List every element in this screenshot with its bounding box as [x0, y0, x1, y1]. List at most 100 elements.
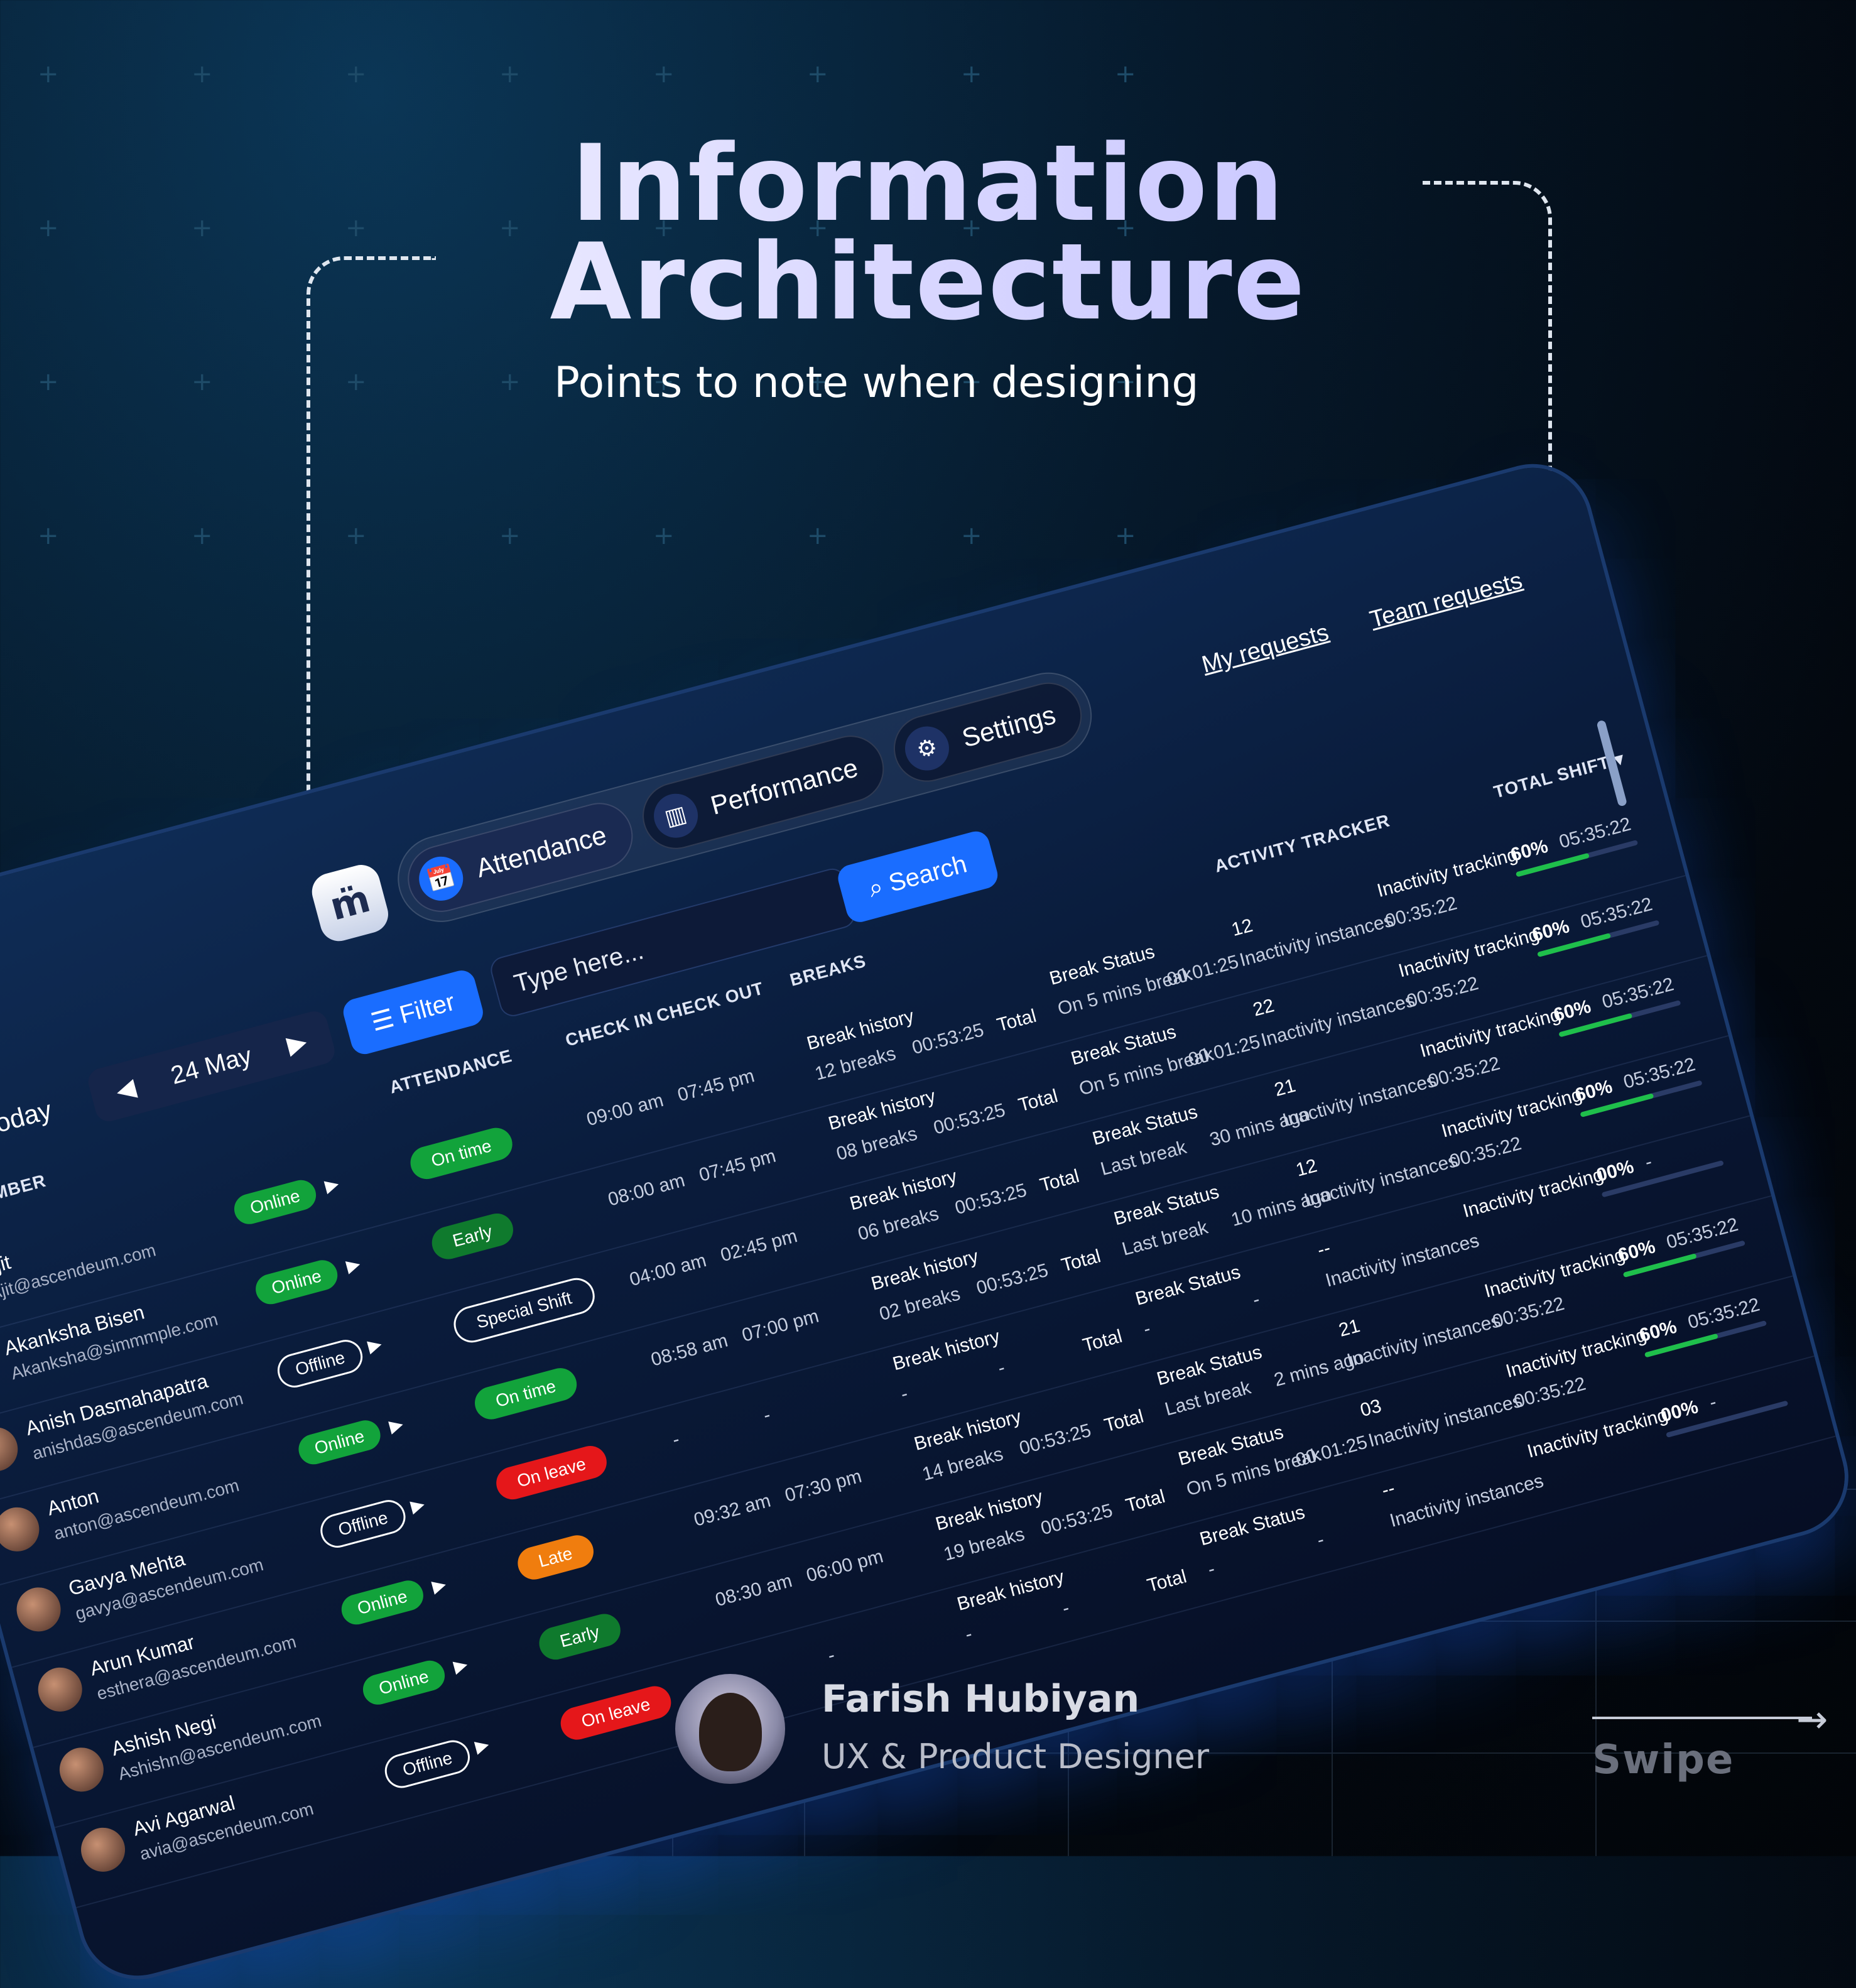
search-button[interactable]: ⌕ Search — [835, 828, 1001, 925]
tab-attendance-label: Attendance — [473, 820, 610, 883]
swipe-line — [1592, 1717, 1812, 1719]
check-out-time: - — [761, 1404, 773, 1426]
plus-mark: + — [653, 214, 675, 242]
plus-mark: + — [1115, 521, 1136, 550]
chevron-right-icon[interactable]: ▶ — [284, 1027, 310, 1059]
plus-mark: + — [499, 367, 521, 396]
avatar — [76, 1822, 130, 1877]
chevron-left-icon[interactable]: ◀ — [112, 1073, 139, 1105]
avatar — [55, 1742, 109, 1797]
date-picker[interactable]: ◀ 24 May ▶ — [85, 1008, 338, 1124]
break-total-label: Total — [1059, 1246, 1104, 1276]
team-requests-link[interactable]: Team requests — [1367, 567, 1526, 634]
plus-mark: + — [653, 60, 675, 89]
calendar-icon: 📅 — [414, 851, 469, 906]
check-out-time: 02:45 pm — [718, 1225, 800, 1266]
break-history-label[interactable]: Break history — [805, 1006, 916, 1055]
col-breaks[interactable]: BREAKS — [788, 950, 869, 990]
plus-mark: + — [192, 367, 213, 396]
tab-performance[interactable]: ▥ Performance — [634, 728, 892, 857]
break-total-label: Total — [1102, 1406, 1146, 1437]
member-name: Ajit — [0, 1250, 13, 1280]
inactivity-time: 00:35:22 — [1382, 893, 1460, 932]
shift-percent: 00% — [1594, 1156, 1636, 1187]
plus-mark: + — [807, 521, 828, 550]
chevron-right-icon[interactable]: ▶ — [322, 1173, 341, 1196]
break-total-label: Total — [1016, 1085, 1060, 1116]
attendance-badge: Early — [428, 1210, 517, 1263]
inactivity-count: 22 — [1251, 995, 1277, 1021]
chevron-right-icon[interactable]: ▶ — [408, 1494, 427, 1516]
break-total: 00:53:25 — [1038, 1500, 1115, 1540]
check-out-time: 06:00 pm — [804, 1546, 886, 1587]
tab-settings-label: Settings — [958, 699, 1059, 753]
plus-mark: + — [1115, 214, 1136, 242]
status-badge: Online — [295, 1416, 384, 1468]
plus-mark: + — [499, 60, 521, 89]
plus-mark: + — [345, 367, 367, 396]
shift-percent: 60% — [1529, 916, 1572, 946]
status-badge: Offline — [381, 1736, 474, 1792]
inactivity-count: 03 — [1358, 1395, 1384, 1421]
break-total: - — [996, 1357, 1007, 1379]
break-total: 00:53:25 — [909, 1019, 986, 1059]
my-requests-link[interactable]: My requests — [1199, 619, 1332, 678]
status-badge: Offline — [317, 1496, 410, 1551]
inactivity-time: 00:35:22 — [1426, 1053, 1502, 1092]
break-total: 00:53:25 — [931, 1099, 1008, 1139]
headline-subtitle: Points to note when designing — [554, 358, 1199, 408]
check-out-time: 07:00 pm — [739, 1305, 822, 1346]
plus-mark: + — [1115, 60, 1136, 89]
chevron-right-icon[interactable]: ▶ — [387, 1413, 406, 1437]
break-time: - — [1250, 1289, 1262, 1311]
chevron-right-icon[interactable]: ▶ — [451, 1654, 470, 1676]
break-total: - — [1060, 1597, 1072, 1619]
col-check-out[interactable]: CHECK OUT — [654, 978, 766, 1026]
plus-mark: + — [345, 521, 367, 550]
status-badge: Online — [359, 1657, 448, 1708]
app-logo[interactable]: m̈ — [308, 861, 393, 946]
tab-attendance[interactable]: 📅 Attendance — [400, 795, 640, 920]
break-total-label: Total — [1144, 1566, 1189, 1597]
break-count: - — [898, 1383, 910, 1405]
plus-mark: + — [345, 214, 367, 242]
today-button[interactable]: Today — [0, 1094, 55, 1141]
inactivity-time: 00:35:22 — [1447, 1133, 1524, 1172]
inactivity-tracking-label[interactable]: Inactivity tracking — [1375, 844, 1520, 902]
check-in-time: 09:32 am — [692, 1490, 773, 1531]
filter-button[interactable]: ☰ Filter — [340, 967, 486, 1057]
check-in-time: 04:00 am — [627, 1249, 709, 1291]
inactivity-count: 21 — [1337, 1315, 1362, 1341]
inactivity-count: 21 — [1272, 1075, 1298, 1101]
plus-mark: + — [961, 521, 982, 550]
check-in-time: 08:30 am — [713, 1570, 795, 1611]
chevron-right-icon[interactable]: ▶ — [472, 1734, 491, 1757]
plus-mark: + — [38, 60, 59, 89]
plus-mark: + — [653, 367, 675, 396]
dashed-connector-left — [307, 256, 436, 1026]
col-attendance[interactable]: ATTENDANCE — [387, 1045, 514, 1097]
plus-mark: + — [192, 60, 213, 89]
avatar — [0, 1342, 1, 1396]
plus-mark: + — [345, 60, 367, 89]
chevron-right-icon[interactable]: ▶ — [366, 1333, 384, 1356]
arrow-right-icon[interactable]: → — [1796, 1698, 1828, 1742]
plus-mark: + — [192, 214, 213, 242]
plus-mark: + — [38, 214, 59, 242]
author-name: Farish Hubiyan — [822, 1677, 1140, 1721]
swipe-label[interactable]: Swipe — [1592, 1737, 1735, 1783]
chart-icon: ▥ — [648, 788, 703, 843]
chevron-right-icon[interactable]: ▶ — [430, 1573, 448, 1597]
col-check-in[interactable]: CHECK IN — [563, 1008, 656, 1050]
tab-settings[interactable]: ⚙ Settings — [886, 675, 1089, 790]
break-total: 00:53:25 — [974, 1259, 1051, 1299]
attendance-badge: On time — [471, 1364, 581, 1423]
plus-mark: + — [961, 60, 982, 89]
col-activity-tracker[interactable]: ACTIVITY TRACKER — [1212, 810, 1392, 876]
chevron-right-icon[interactable]: ▶ — [344, 1253, 362, 1276]
col-team-member[interactable]: TEAM MEMBER — [0, 1170, 48, 1226]
plus-mark: + — [38, 367, 59, 396]
status-badge: Online — [338, 1577, 427, 1628]
break-total-label: Total — [1038, 1165, 1082, 1197]
shift-time: - — [1642, 1151, 1654, 1173]
